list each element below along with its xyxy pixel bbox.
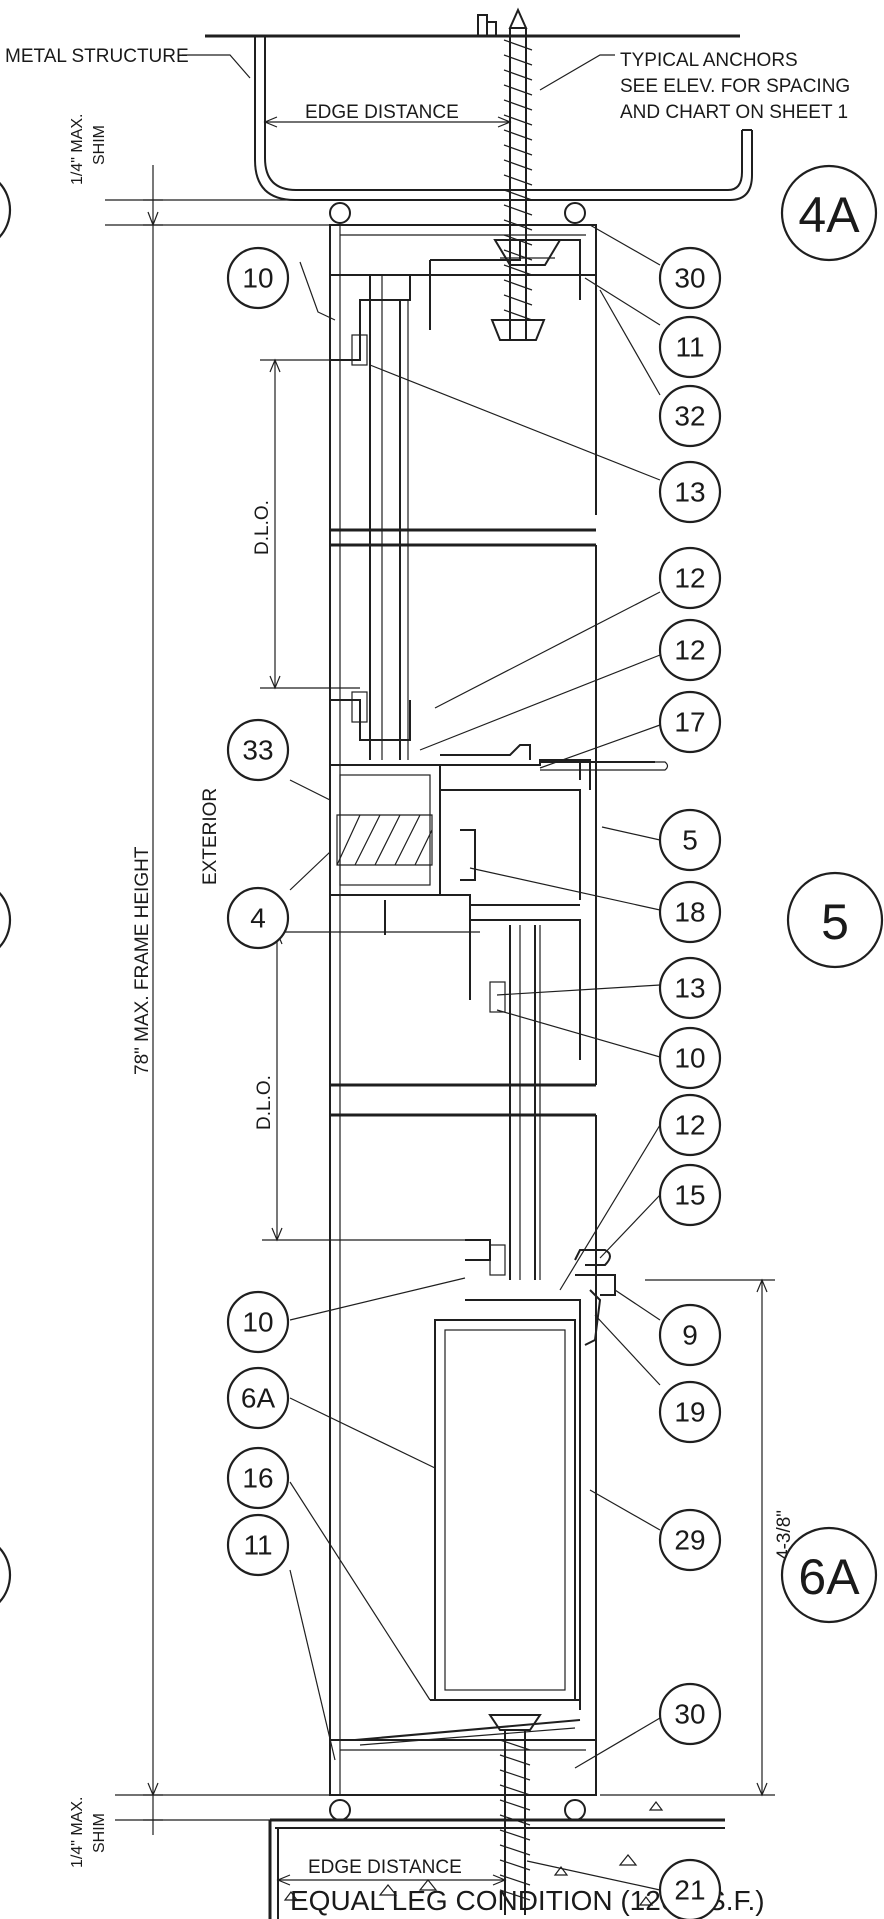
edge-distance-top-label: EDGE DISTANCE <box>305 102 459 123</box>
svg-text:19: 19 <box>674 1397 705 1428</box>
callout-29: 29 <box>658 1508 722 1572</box>
shim-top-label-2: SHIM <box>91 125 108 165</box>
exterior-label: EXTERIOR <box>200 788 221 885</box>
svg-text:30: 30 <box>674 1699 705 1730</box>
callout-9: 9 <box>658 1303 722 1367</box>
metal-structure-label: METAL STRUCTURE <box>5 46 189 67</box>
svg-text:6A: 6A <box>798 1549 860 1605</box>
svg-text:11: 11 <box>243 1530 272 1561</box>
callout-11a: 11 <box>658 315 722 379</box>
callout-33: 33 <box>226 718 290 782</box>
section-marker-4a: 4A <box>780 164 878 262</box>
callout-30b: 30 <box>658 1682 722 1746</box>
callout-18: 18 <box>658 880 722 944</box>
dimension-lines <box>105 116 775 1886</box>
svg-text:29: 29 <box>674 1525 705 1556</box>
svg-text:16: 16 <box>242 1463 273 1494</box>
svg-text:13: 13 <box>674 973 705 1004</box>
callout-11b: 11 <box>226 1513 290 1577</box>
svg-text:32: 32 <box>674 401 705 432</box>
text-labels: METAL STRUCTURE TYPICAL ANCHORS SEE ELEV… <box>5 46 850 1916</box>
leader-lines <box>182 54 661 1891</box>
callout-17: 17 <box>658 690 722 754</box>
svg-text:30: 30 <box>674 263 705 294</box>
shim-bottom-label-2: SHIM <box>91 1813 108 1853</box>
svg-text:6A: 6A <box>241 1383 276 1414</box>
svg-text:18: 18 <box>674 897 705 928</box>
svg-text:12: 12 <box>674 635 705 666</box>
svg-text:4: 4 <box>250 903 266 934</box>
callout-4: 4 <box>226 886 290 950</box>
frame-outline <box>329 202 597 1821</box>
callout-10a: 10 <box>226 246 290 310</box>
svg-text:12: 12 <box>674 1110 705 1141</box>
svg-text:5: 5 <box>821 894 849 950</box>
callout-30a: 30 <box>658 246 722 310</box>
svg-text:9: 9 <box>682 1320 698 1351</box>
typical-anchors-label-1: TYPICAL ANCHORS <box>620 50 798 71</box>
transom-section <box>329 691 669 1280</box>
callout-6a: 6A <box>226 1366 290 1430</box>
svg-text:15: 15 <box>674 1180 705 1211</box>
svg-text:5: 5 <box>682 825 698 856</box>
dlo-label-1: D.L.O. <box>252 500 273 555</box>
edge-distance-bottom-label: EDGE DISTANCE <box>308 1857 462 1878</box>
typical-anchors-label-3: AND CHART ON SHEET 1 <box>620 102 848 123</box>
callout-bubbles: 10 30 11 32 13 12 12 17 33 5 4 18 13 10 … <box>226 246 722 1919</box>
bottom-angle-structure <box>268 1801 725 1919</box>
svg-text:13: 13 <box>674 477 705 508</box>
callout-13a: 13 <box>658 460 722 524</box>
anchor-screw-top <box>490 7 546 341</box>
callout-21: 21 <box>658 1858 722 1919</box>
svg-text:4A: 4A <box>798 187 860 243</box>
svg-text:10: 10 <box>242 263 273 294</box>
callout-13b: 13 <box>658 956 722 1020</box>
callout-19: 19 <box>658 1380 722 1444</box>
left-edge-markers <box>0 181 12 1604</box>
shim-top-label-1: 1/4" MAX. <box>69 114 86 185</box>
svg-text:10: 10 <box>674 1043 705 1074</box>
callout-10c: 10 <box>226 1290 290 1354</box>
typical-anchors-label-2: SEE ELEV. FOR SPACING <box>620 76 850 97</box>
callout-12c: 12 <box>658 1093 722 1157</box>
svg-text:21: 21 <box>674 1875 705 1906</box>
upper-glazing <box>330 239 581 760</box>
frame-height-label: 78" MAX. FRAME HEIGHT <box>132 846 153 1075</box>
svg-text:11: 11 <box>675 332 704 363</box>
callout-32: 32 <box>658 384 722 448</box>
callout-5: 5 <box>658 808 722 872</box>
section-marker-5: 5 <box>786 871 884 969</box>
lower-sill <box>354 1239 616 1915</box>
dlo-label-2: D.L.O. <box>254 1075 275 1130</box>
callout-10b: 10 <box>658 1026 722 1090</box>
svg-text:17: 17 <box>674 707 705 738</box>
callout-16: 16 <box>226 1446 290 1510</box>
svg-text:10: 10 <box>242 1307 273 1338</box>
callout-15: 15 <box>658 1163 722 1227</box>
callout-12a: 12 <box>658 546 722 610</box>
section-marker-6a: 6A <box>780 1526 878 1624</box>
svg-text:33: 33 <box>242 735 273 766</box>
callout-12b: 12 <box>658 618 722 682</box>
svg-text:12: 12 <box>674 563 705 594</box>
shim-bottom-label-1: 1/4" MAX. <box>69 1797 86 1868</box>
